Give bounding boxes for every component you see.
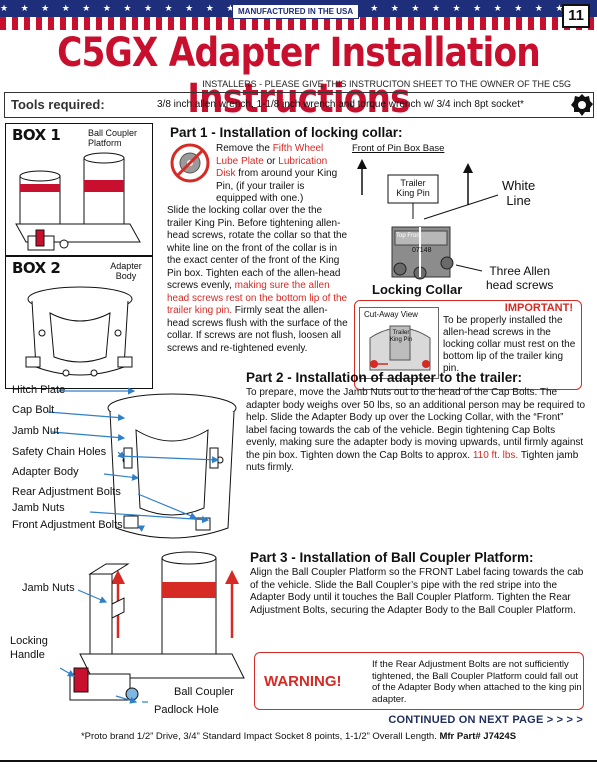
footer-rule [0, 760, 597, 762]
part-1-intro-text-a: Remove the [216, 143, 273, 154]
three-allen-label: Three Allen [489, 264, 551, 278]
part-2-body-text-b: Tighten jamb nuts firmly. [246, 449, 579, 474]
handle-word: Handle [10, 649, 45, 661]
box-1-panel: BOX 1 Ball Coupler Platform [5, 123, 153, 256]
no-lube-plate-icon [170, 143, 210, 183]
box-1-desc: Ball Coupler Platform [88, 128, 138, 148]
lube-plate-term: Fifth Wheel Lube Plate [216, 143, 324, 167]
warning-word: WARNING! [264, 673, 342, 690]
pin-box-diagram [357, 159, 499, 280]
footnote-text: *Proto brand 1/2” Drive, 3/4” Standard I… [80, 731, 440, 742]
ball-coupler-platform-illustration [15, 152, 141, 251]
part-1-body-text-b: Firmly seat the allen-head screws flush … [167, 305, 348, 354]
trailer-label: Trailer [400, 178, 426, 188]
important-text: To be properly installed the allen-head … [443, 315, 576, 374]
part-3-heading: Part 3 - Installation of Ball Coupler Pl… [250, 550, 534, 565]
locking-word: Locking [10, 635, 48, 647]
white-label: White [502, 178, 536, 193]
made-in-usa-badge: MANUFACTURED IN THE USA [232, 4, 360, 19]
rear-adjustment-bolts-label: Rear Adjustment Bolts [12, 486, 121, 498]
socket-footnote: *Proto brand 1/2” Drive, 3/4” Standard I… [0, 731, 597, 742]
tools-label: Tools required: [11, 97, 105, 112]
part-1-heading: Part 1 - Installation of locking collar: [170, 125, 403, 140]
ball-coupler-label: Ball Coupler [174, 686, 234, 698]
tools-list: 3/8 inch allen wrench, 1-1/8 inch wrench… [157, 99, 524, 110]
adapter-body-illustration [25, 286, 133, 377]
king-pin-label: King Pin [396, 188, 430, 198]
collar-part-number: 07148 [412, 247, 432, 254]
head-screws-label: head screws [486, 278, 554, 292]
top-front-label: Top Front [396, 233, 422, 239]
page-number: 11 [562, 4, 590, 28]
part-2-heading: Part 2 - Installation of adapter to the … [246, 370, 523, 385]
cutaway-view: Cut-Away View Trailer King Pin [359, 307, 439, 379]
adapter-body-label: Adapter Body [12, 466, 79, 478]
hitch-plate-label: Hitch Plate [12, 384, 66, 396]
page-subtitle: INSTALLERS - PLEASE GIVE THIS INSTRUCITO… [202, 79, 571, 89]
cutaway-label: Cut-Away View [364, 310, 418, 319]
box-2-panel: BOX 2 Adapter Body [5, 256, 153, 389]
warning-text: If the Rear Adjustment Bolts are not suf… [372, 659, 582, 705]
line-label: Line [506, 193, 531, 208]
part-1-body-text-a: Slide the locking collar over the the tr… [167, 205, 348, 291]
pin-box-base-label: Front of Pin Box Base [352, 143, 445, 154]
part-2-body-text-a: To prepare, move the Jamb Nuts out to th… [246, 387, 586, 461]
box-2-desc: Adapter Body [110, 261, 142, 281]
footnote-part-number: Mfr Part# J7424S [439, 731, 517, 742]
cap-bolt-label: Cap Bolt [12, 404, 55, 416]
front-adjustment-bolts-label: Front Adjustment Bolts [12, 519, 123, 531]
continued-next-page: CONTINUED ON NEXT PAGE > > > > [388, 714, 583, 726]
part-1-body: Slide the locking collar over the the tr… [167, 205, 349, 355]
padlock-hole-label: Padlock Hole [154, 704, 219, 716]
page-title: C5GX Adapter Installation Instructions [57, 30, 541, 122]
part-1-intro-text-c: from around your King Pin, (if your trai… [216, 168, 338, 204]
jamb-nuts-lower-label: Jamb Nuts [22, 582, 75, 594]
locking-collar-label: Locking Collar [372, 282, 463, 297]
box-2-title: BOX 2 [12, 259, 61, 277]
jamb-nut-label: Jamb Nut [12, 425, 60, 437]
flag-banner: ★ ★ ★ ★ ★ ★ ★ ★ ★ ★ ★ ★ ★ ★ ★ ★ ★ ★ ★ ★ … [0, 0, 597, 30]
safety-chain-holes-label: Safety Chain Holes [12, 446, 107, 458]
part-1-body-warning: making sure the allen head screws rest o… [167, 280, 348, 316]
lube-disk-term: Lubrication Disk [216, 155, 328, 180]
part-2-body: To prepare, move the Jamb Nuts out to th… [246, 387, 586, 475]
socket-icon [571, 94, 593, 116]
part-3-body: Align the Ball Coupler Platform so the F… [250, 567, 584, 616]
important-callout: IMPORTANT! Cut-Away View Trailer King Pi… [354, 300, 582, 390]
important-title: IMPORTANT! [504, 302, 573, 314]
jamb-nuts-upper-label: Jamb Nuts [12, 502, 65, 514]
torque-value: 110 ft. lbs. [472, 449, 519, 461]
warning-callout: WARNING! If the Rear Adjustment Bolts ar… [254, 652, 584, 710]
tools-bar: Tools required: 3/8 inch allen wrench, 1… [4, 92, 594, 118]
part-1-intro: Remove the Fifth Wheel Lube Plate or Lub… [216, 143, 346, 206]
cutaway-king-pin-label: Trailer King Pin [389, 330, 413, 343]
cutaway-drawing [369, 325, 431, 371]
assembly-diagram [47, 387, 245, 704]
box-1-title: BOX 1 [12, 126, 61, 144]
part-1-intro-text-b: or [263, 155, 279, 167]
